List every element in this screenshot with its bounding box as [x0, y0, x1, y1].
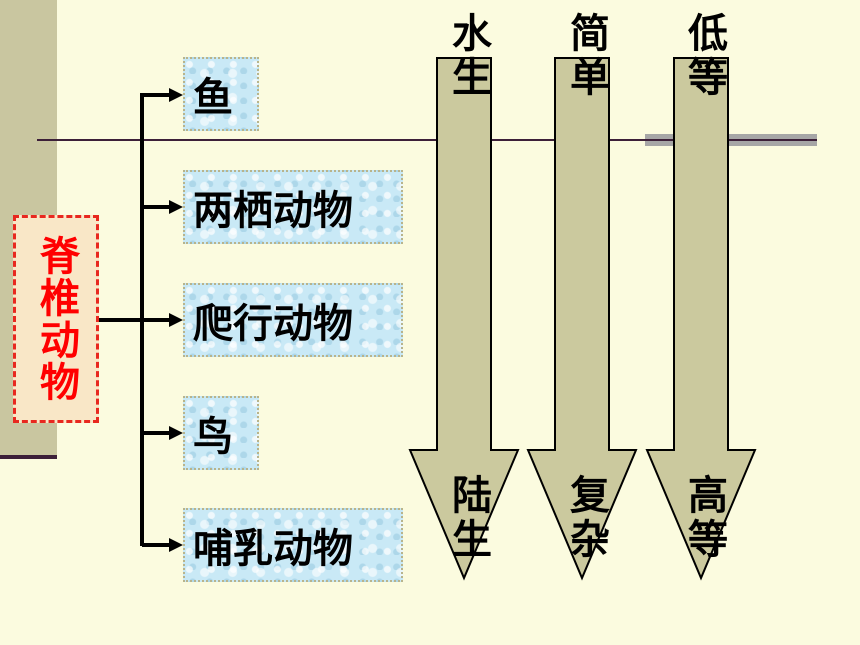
trend-2-bottom-label: 复杂 — [570, 473, 610, 563]
class-label: 鸟 — [193, 414, 233, 460]
trend-2-top-label: 简单 — [570, 11, 610, 101]
trend-arrow — [526, 57, 638, 581]
root-node-vertebrates: 脊椎动物 — [13, 215, 99, 423]
branch-arrowhead — [169, 426, 183, 440]
horizontal-rule — [37, 139, 817, 141]
trend-1-bottom-label: 陆生 — [452, 473, 492, 563]
class-box-amphibians: 两栖动物 — [183, 170, 403, 244]
trend-arrows — [408, 57, 757, 581]
root-label: 脊椎动物 — [33, 235, 79, 403]
trend-3-bottom-label: 高等 — [688, 473, 728, 563]
class-box-fish: 鱼 — [183, 57, 259, 131]
tree-connectors — [99, 88, 183, 552]
branch-arrowhead — [169, 88, 183, 102]
trend-1-top-label: 水生 — [452, 11, 492, 101]
branch-arrowhead — [169, 200, 183, 214]
trend-arrow — [645, 57, 757, 581]
class-box-mammals: 哺乳动物 — [183, 508, 403, 582]
class-label: 爬行动物 — [193, 301, 353, 347]
trend-arrow — [408, 57, 520, 581]
class-box-reptiles: 爬行动物 — [183, 283, 403, 357]
sidebar-underline — [0, 455, 57, 459]
class-label: 鱼 — [193, 75, 233, 121]
branch-arrowhead — [169, 538, 183, 552]
branch-arrowhead — [169, 313, 183, 327]
class-box-birds: 鸟 — [183, 396, 259, 470]
trend-3-top-label: 低等 — [688, 11, 728, 101]
class-label: 两栖动物 — [193, 188, 353, 234]
class-label: 哺乳动物 — [193, 526, 353, 572]
